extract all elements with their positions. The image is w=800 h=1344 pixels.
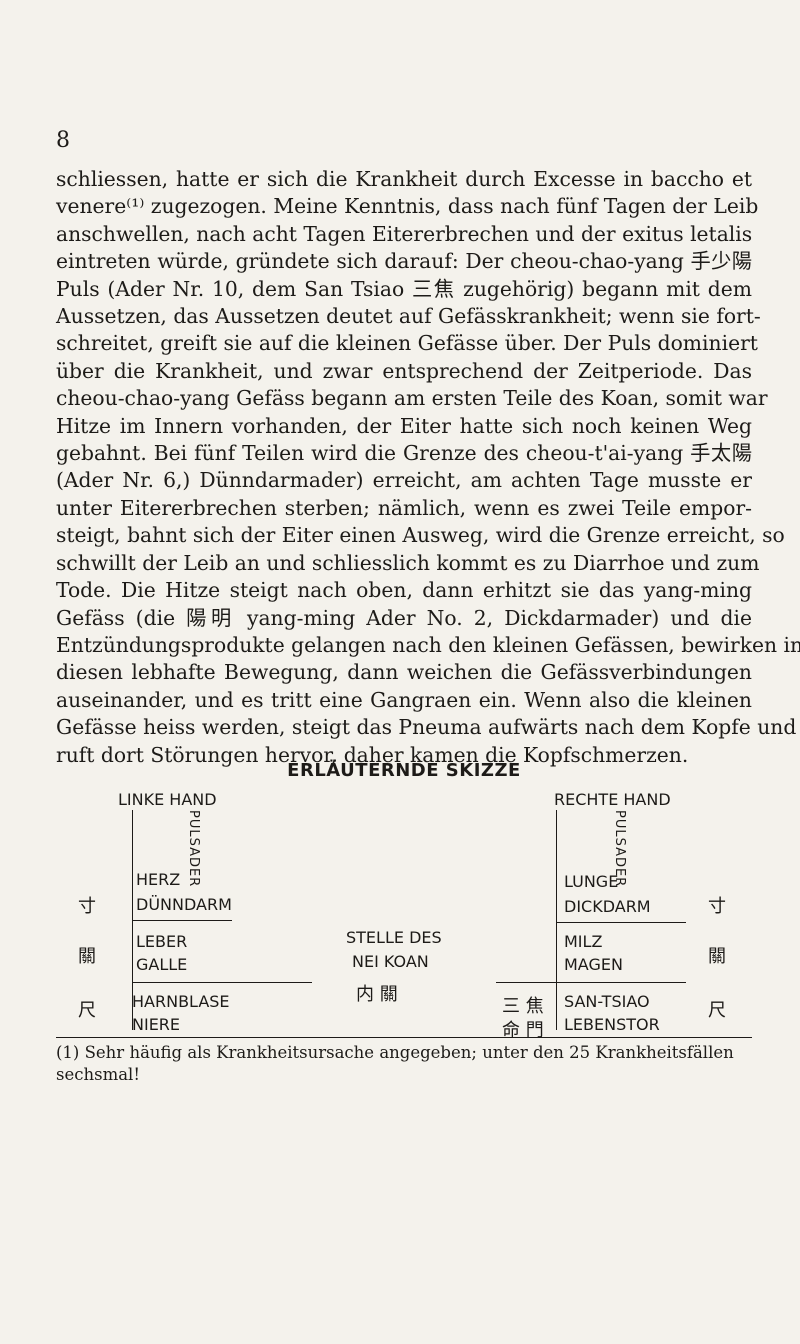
left-chi-glyph: 尺: [78, 1000, 96, 1021]
right-chi-glyph: 尺: [708, 1000, 726, 1021]
paragraph-line: ruft dort Störungen hervor, daher kamen …: [56, 742, 689, 767]
center-label-line2: NEI KOAN: [352, 952, 429, 971]
figure-title: ERLÄUTERNDE SKIZZE: [287, 760, 521, 781]
paragraph-line: unter Eitererbrechen sterben; nämlich, w…: [56, 495, 752, 520]
paragraph-line: Gefässe heiss werden, steigt das Pneuma …: [56, 715, 797, 740]
sanjiao-glyph: 三 焦: [502, 996, 544, 1017]
paragraph-line: Hitze im Innern vorhanden, der Eiter hat…: [56, 413, 752, 438]
right-label-dickdarm: DICKDARM: [564, 897, 651, 916]
left-label-herz: HERZ: [136, 870, 181, 889]
center-label-line1: STELLE DES: [346, 928, 442, 947]
paragraph-line: Tode. Die Hitze steigt nach oben, dann e…: [56, 578, 752, 603]
divider-line: [132, 920, 232, 921]
left-guan-glyph: 關: [78, 946, 96, 967]
page-number: 8: [56, 128, 70, 153]
paragraph-line: diesen lebhafte Bewegung, dann weichen d…: [56, 660, 752, 685]
paragraph-line: über die Krankheit, und zwar entsprechen…: [56, 358, 752, 383]
paragraph-line: Entzündungsprodukte gelangen nach den kl…: [56, 632, 800, 657]
paragraph-line: auseinander, und es tritt eine Gangraen …: [56, 687, 752, 712]
paragraph-line: Puls (Ader Nr. 10, dem San Tsiao 三焦 zuge…: [56, 276, 752, 301]
divider-line: [496, 982, 686, 983]
divider-line: [556, 922, 686, 923]
center-cjk-label: 内 關: [356, 984, 398, 1005]
footnote-rule: [56, 1037, 752, 1038]
right-label-san-tsiao: SAN-TSIAO: [564, 992, 650, 1011]
paragraph-line: venere⁽¹⁾ zugezogen. Meine Kenntnis, das…: [56, 194, 759, 219]
paragraph-line: schliessen, hatte er sich die Krankheit …: [56, 167, 752, 191]
right-guan-glyph: 關: [708, 946, 726, 967]
paragraph-line: steigt, bahnt sich der Eiter einen Auswe…: [56, 523, 785, 548]
body-paragraph: schliessen, hatte er sich die Krankheit …: [56, 166, 800, 769]
right-cun-glyph: 寸: [708, 896, 726, 917]
paragraph-line: eintreten würde, gründete sich darauf: D…: [56, 249, 752, 274]
paragraph-line: schreitet, greift sie auf die kleinen Ge…: [56, 331, 758, 356]
right-pulse-artery-label: PULSADER: [612, 810, 627, 888]
paragraph-line: Gefäss (die 陽明 yang-ming Ader No. 2, Dic…: [56, 605, 752, 630]
mingmen-glyph: 命 門: [502, 1020, 544, 1041]
left-cun-glyph: 寸: [78, 896, 96, 917]
right-label-milz: MILZ: [564, 932, 603, 951]
right-hand-label: RECHTE HAND: [554, 790, 671, 809]
divider-line: [556, 810, 557, 1030]
divider-line: [132, 982, 312, 983]
footnote: (1) Sehr häufig als Krankheitsursache an…: [56, 1043, 734, 1084]
right-label-lunge: LUNGE: [564, 872, 619, 891]
paragraph-line: anschwellen, nach acht Tagen Eitererbrec…: [56, 221, 753, 246]
left-label-leber: LEBER: [136, 932, 188, 951]
left-label-harnblase: HARNBLASE: [132, 992, 230, 1011]
explanatory-sketch: ERLÄUTERNDE SKIZZE LINKE HAND PULSADER H…: [56, 760, 752, 1041]
paragraph-line: schwillt der Leib an und schliesslich ko…: [56, 550, 760, 575]
paragraph-line: cheou-chao-yang Gefäss begann am ersten …: [56, 386, 768, 411]
right-label-lebenstor: LEBENSTOR: [564, 1015, 660, 1034]
paragraph-line: (Ader Nr. 6,) Dünndarmader) erreicht, am…: [56, 468, 752, 493]
left-label-niere: NIERE: [132, 1015, 181, 1034]
left-label-galle: GALLE: [136, 955, 188, 974]
right-label-magen: MAGEN: [564, 955, 623, 974]
paragraph-line: Aussetzen, das Aussetzen deutet auf Gefä…: [56, 304, 761, 329]
left-pulse-artery-label: PULSADER: [186, 810, 201, 888]
left-label-duenndarm: DÜNNDARM: [136, 895, 232, 914]
left-hand-label: LINKE HAND: [118, 790, 217, 809]
paragraph-line: gebahnt. Bei fünf Teilen wird die Grenze…: [56, 441, 752, 466]
